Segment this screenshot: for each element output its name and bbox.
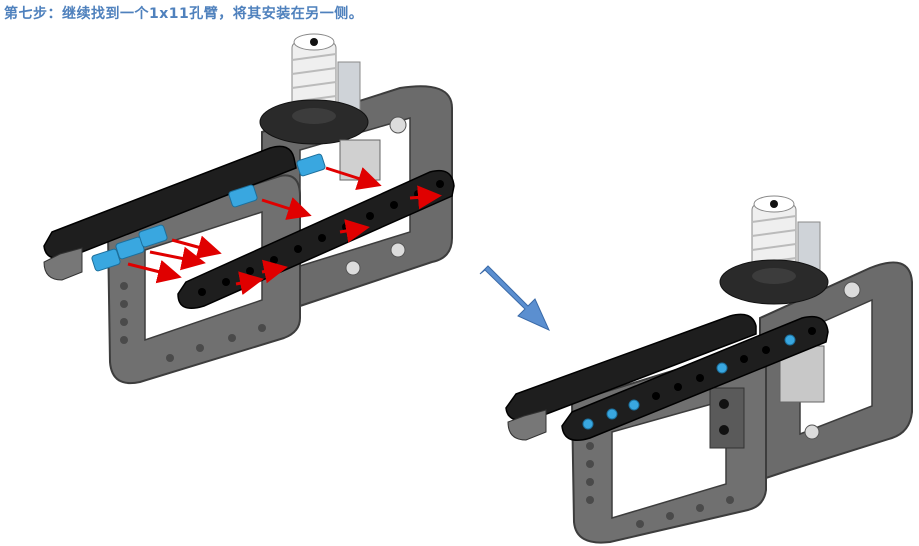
left-beam-installed xyxy=(43,145,297,260)
left-frame-holes xyxy=(120,282,266,362)
right-front-frame-window xyxy=(611,399,727,520)
left-assembly xyxy=(43,33,455,384)
right-frame-holes xyxy=(586,442,734,528)
left-blue-pins xyxy=(91,153,326,272)
left-axle-bush xyxy=(390,242,406,258)
right-connector-block xyxy=(709,387,745,449)
left-axle-bush xyxy=(345,260,361,276)
left-worm-thread xyxy=(291,53,337,103)
step-caption: 第七步：继续找到一个1x11孔臂，将其安装在另一侧。 xyxy=(4,6,364,22)
right-beam-back xyxy=(505,313,757,422)
right-beam-holes xyxy=(582,327,816,430)
step-arrow-icon xyxy=(479,265,551,332)
left-insert-arrows xyxy=(127,166,442,296)
right-assembly xyxy=(505,195,913,544)
left-axle-bush xyxy=(389,116,407,134)
right-beam-front xyxy=(561,315,829,441)
